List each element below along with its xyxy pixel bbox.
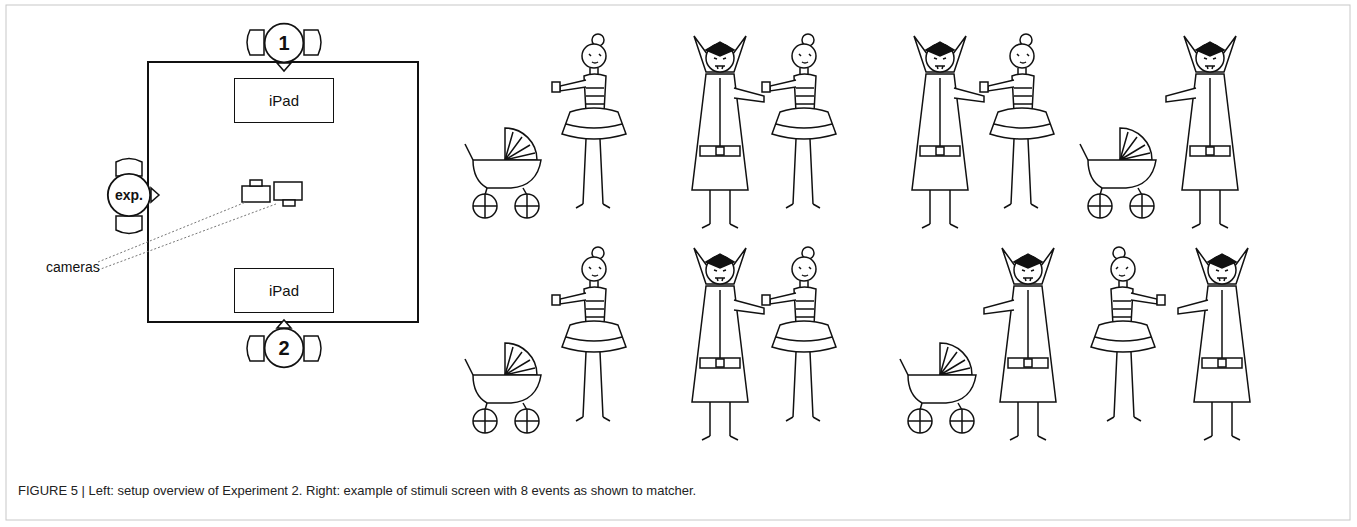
node-text: 2 — [278, 337, 289, 360]
ipad-box: iPad — [234, 268, 334, 313]
node-text: iPad — [269, 282, 299, 299]
experimenter-circle: exp. — [106, 172, 152, 218]
camera-label: cameras — [46, 259, 100, 275]
participant-circle: 2 — [263, 327, 305, 369]
participant-circle: 1 — [263, 22, 305, 64]
figure-caption: FIGURE 5 | Left: setup overview of Exper… — [18, 483, 1338, 498]
node-text: exp. — [115, 187, 143, 203]
ipad-box: iPad — [234, 78, 334, 123]
node-text: iPad — [269, 92, 299, 109]
node-text: 1 — [278, 32, 289, 55]
